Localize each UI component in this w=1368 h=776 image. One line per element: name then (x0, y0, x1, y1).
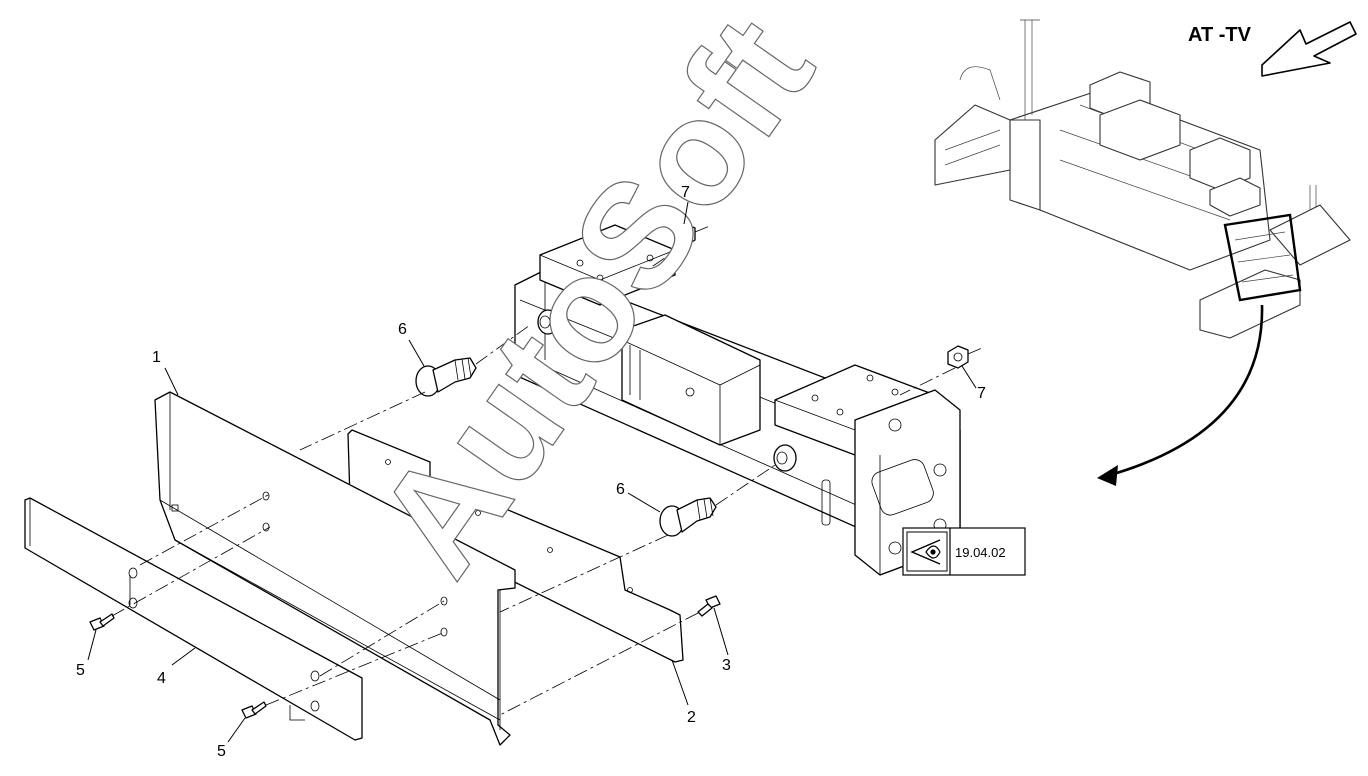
assembly-center-lines (111, 243, 956, 721)
callout-5-lower: 5 (217, 743, 226, 760)
screw-5-upper (89, 613, 115, 631)
reflector-strip (24, 497, 363, 741)
rear-frame-assembly (514, 224, 961, 576)
screw-5-lower (241, 701, 267, 719)
callout-5-upper: 5 (76, 662, 85, 679)
callout-7-lower: 7 (977, 385, 986, 402)
shoulder-bolt-lower (659, 497, 717, 537)
callout-6-upper: 6 (398, 321, 407, 338)
screw-3 (697, 595, 721, 617)
bumper-cover (154, 391, 516, 746)
reference-text: 19.04.02 (955, 545, 1006, 560)
callout-leaders (87, 201, 977, 743)
callout-2: 2 (687, 709, 696, 726)
callout-6-lower: 6 (616, 481, 625, 498)
callout-1: 1 (152, 349, 161, 366)
hex-nut-upper (674, 223, 711, 247)
machine-overview (934, 19, 1351, 486)
callout-4: 4 (157, 670, 166, 687)
shoulder-bolt-upper (415, 357, 477, 397)
view-direction-arrow-icon (1261, 21, 1357, 77)
callout-7-upper: 7 (681, 184, 690, 201)
watermark-text: AutoSoft (344, 0, 845, 603)
eye-view-icon (910, 539, 941, 565)
reference-box: 19.04.02 (902, 527, 1026, 576)
view-label: AT -TV (1188, 24, 1252, 46)
view-direction-group: AT -TV (1188, 21, 1357, 77)
hex-nut-lower (947, 345, 983, 369)
callout-labels: 1 2 3 4 5 5 6 6 7 7 (76, 184, 986, 760)
callout-3: 3 (722, 657, 731, 674)
